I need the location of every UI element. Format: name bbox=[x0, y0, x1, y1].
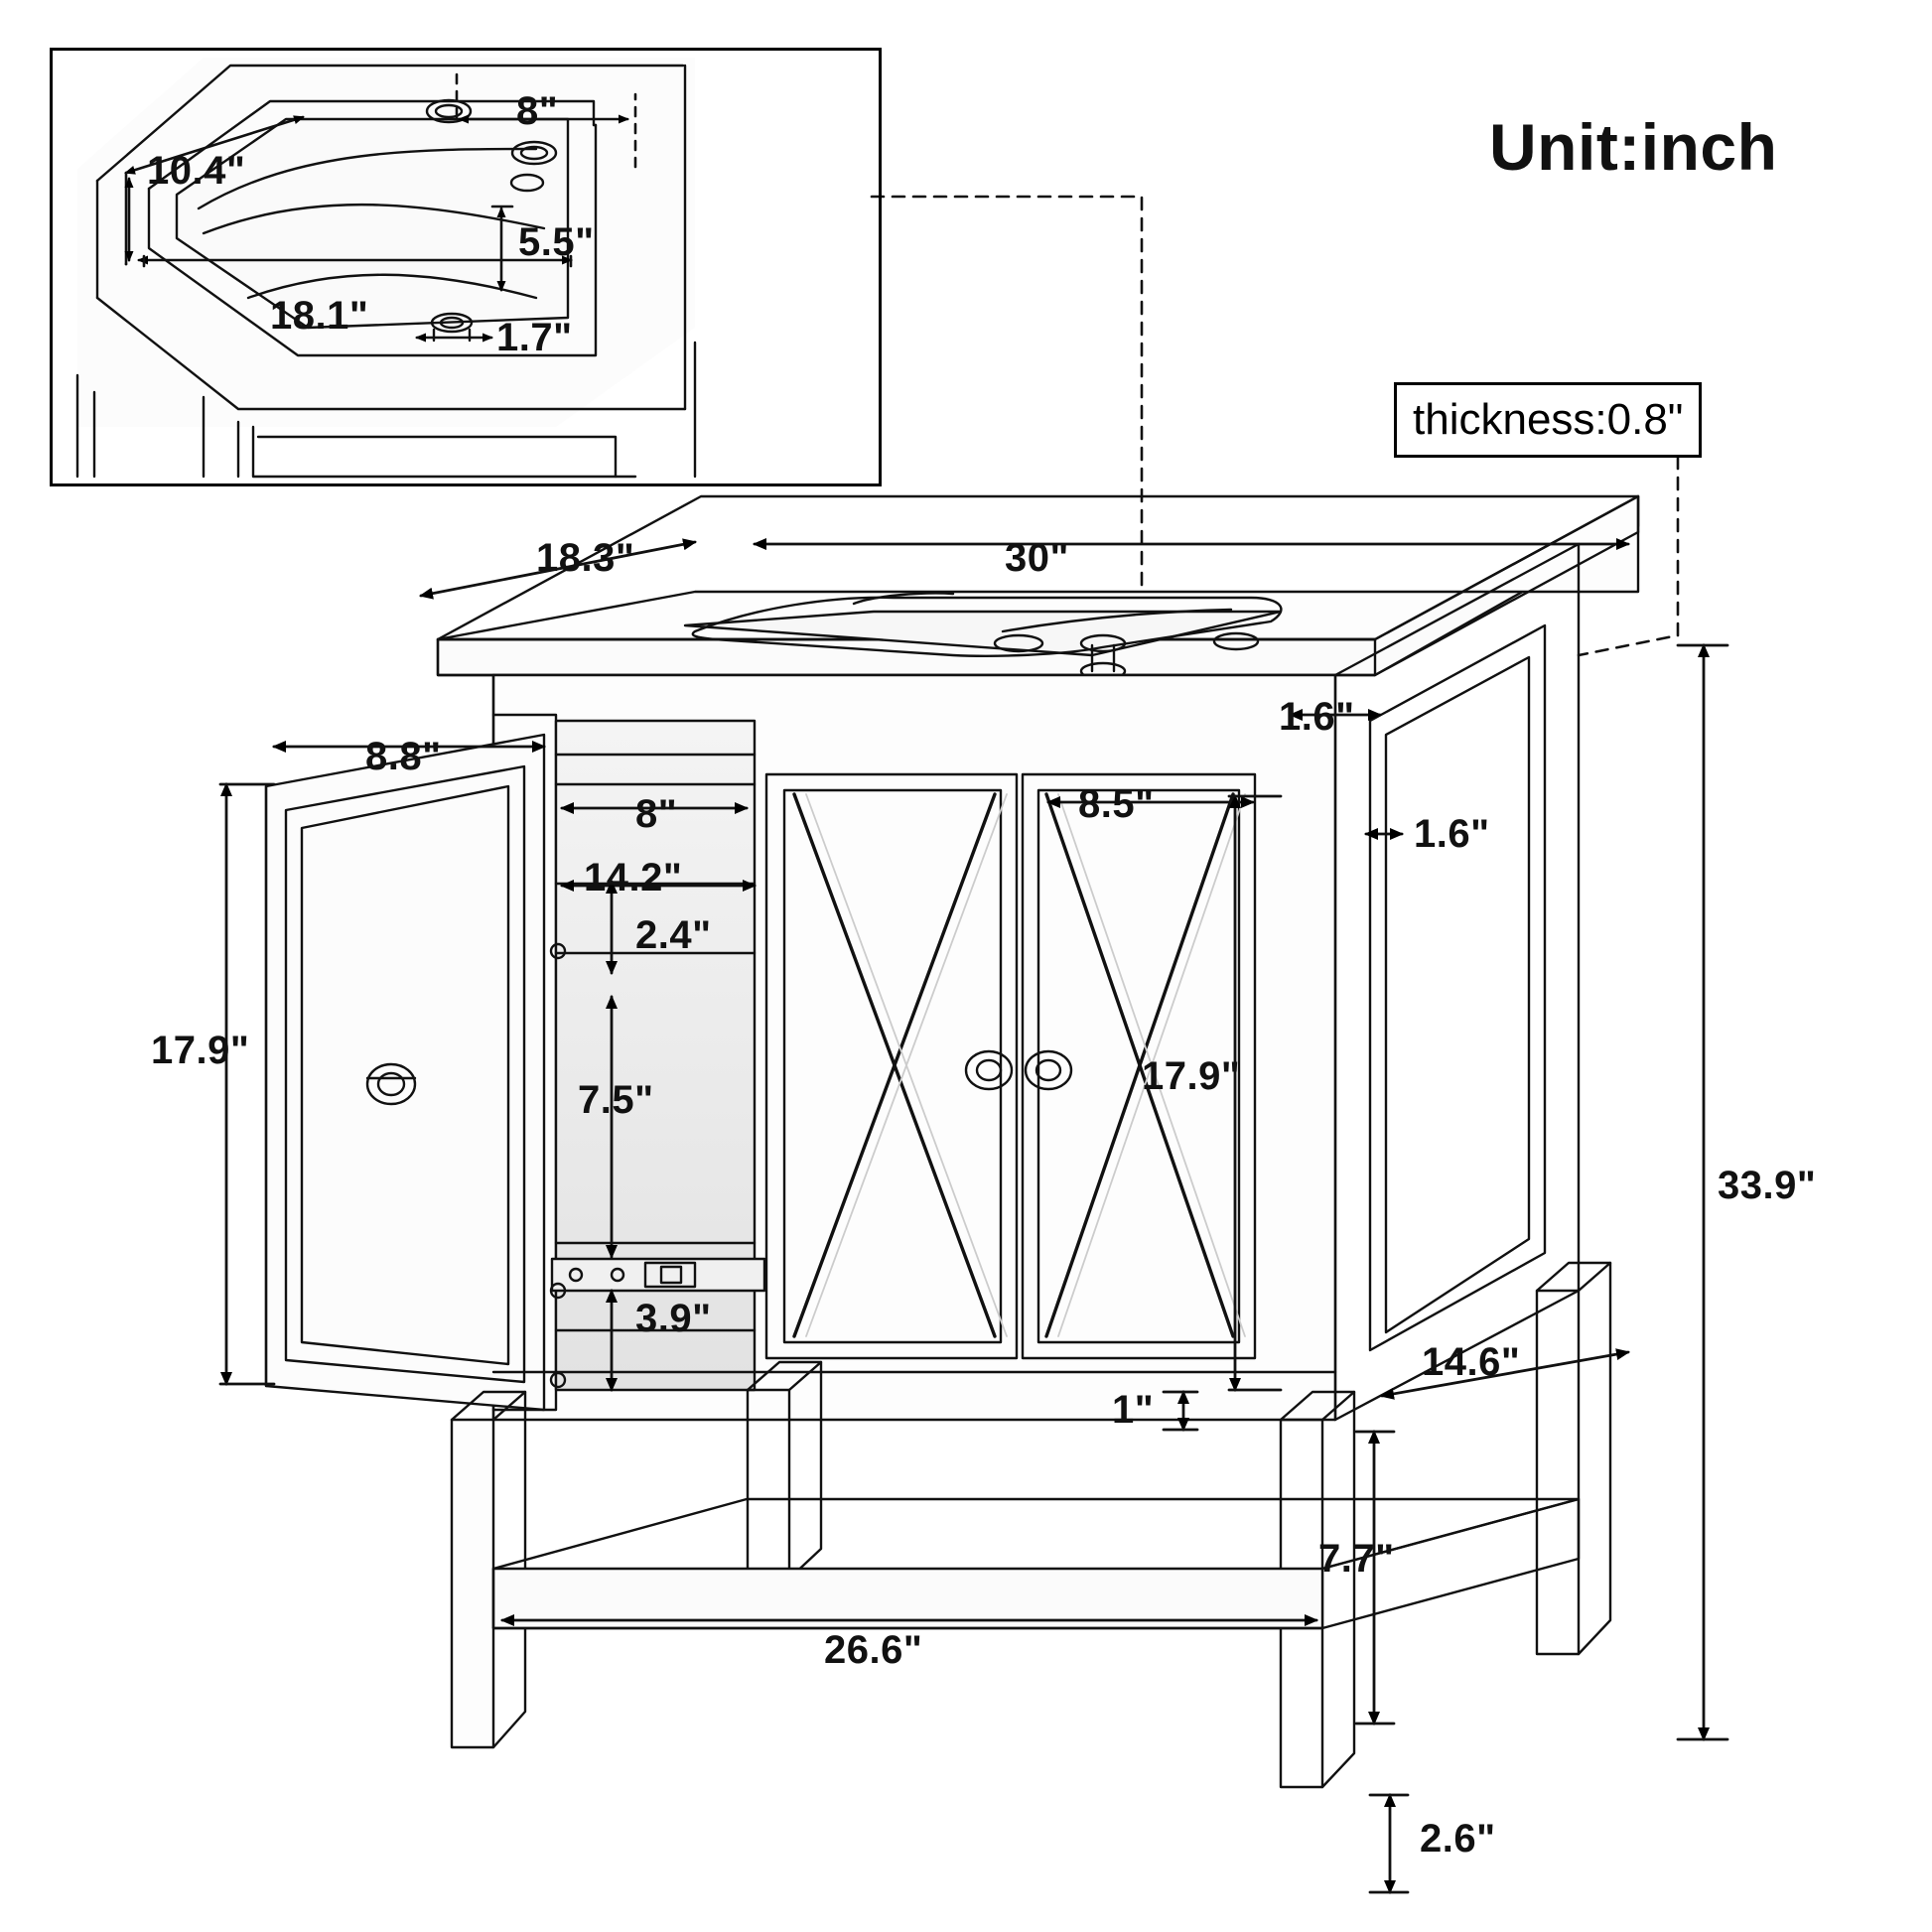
dim-inner-drawer-width: 14.2" bbox=[584, 856, 683, 899]
dim-shelf-depth: 14.6" bbox=[1422, 1340, 1521, 1384]
dim-depth-top: 18.3" bbox=[536, 536, 635, 580]
dim-open-door-height: 17.9" bbox=[151, 1029, 250, 1072]
dim-door-height: 17.9" bbox=[1142, 1054, 1241, 1098]
dim-inner-shelf-depth: 8" bbox=[635, 792, 678, 836]
dim-leg-height: 2.6" bbox=[1420, 1817, 1496, 1861]
dim-sink-drain-size: 1.7" bbox=[496, 316, 573, 359]
dim-door-width: 8.5" bbox=[1078, 782, 1155, 826]
dim-shelf-bottom-width: 26.6" bbox=[824, 1628, 923, 1672]
thickness-callout: thickness:0.8" bbox=[1394, 382, 1703, 458]
thickness-label: thickness:0.8" bbox=[1413, 395, 1684, 444]
dim-sink-basin-inner-height: 5.5" bbox=[518, 220, 595, 264]
dim-sink-faucet-spread: 8" bbox=[516, 89, 559, 133]
dim-top-overhang-front: 1.6" bbox=[1279, 695, 1355, 739]
unit-title: Unit:inch bbox=[1489, 110, 1778, 184]
dim-width-top: 30" bbox=[1005, 536, 1069, 580]
sink-detail-inset bbox=[50, 48, 882, 486]
dim-shelf-to-cabinet: 7.7" bbox=[1318, 1537, 1395, 1581]
dim-door-bottom-gap: 1" bbox=[1112, 1388, 1155, 1432]
dim-side-rail-width: 1.6" bbox=[1414, 812, 1490, 856]
dim-sink-basin-width: 18.1" bbox=[270, 294, 369, 338]
dim-sink-basin-depth-front: 10.4" bbox=[147, 149, 246, 193]
dim-inner-compartment-height: 7.5" bbox=[578, 1078, 654, 1122]
dim-drawer-height-top: 2.4" bbox=[635, 913, 712, 957]
dim-overall-height: 33.9" bbox=[1718, 1164, 1817, 1207]
dim-drawer-height-bottom: 3.9" bbox=[635, 1297, 712, 1340]
dim-door-open-width: 8.8" bbox=[365, 735, 442, 778]
